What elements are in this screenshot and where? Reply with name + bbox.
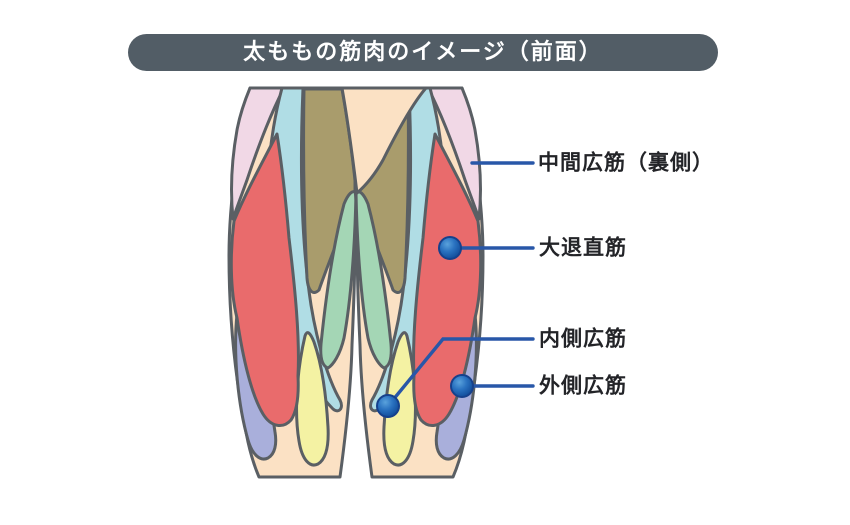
pelvis-skin-patch	[340, 86, 428, 195]
left-leg	[227, 86, 359, 479]
diagram-title: 太ももの筋肉のイメージ（前面）	[243, 38, 603, 64]
label-vastus-lateralis: 外側広筋	[539, 374, 627, 398]
marker-dots	[376, 236, 474, 418]
marker-dot-vastus-lateralis	[450, 374, 474, 398]
title-banner: 太ももの筋肉のイメージ（前面）	[128, 34, 718, 71]
label-vastus-intermedius: 中間広筋（裏側）	[538, 151, 714, 175]
marker-dot-vastus-medialis	[376, 394, 400, 418]
label-vastus-medialis: 内側広筋	[539, 327, 627, 351]
label-rectus-femoris: 大退直筋	[539, 236, 627, 260]
leader-line-vastus-medialis	[386, 337, 535, 408]
marker-dot-rectus-femoris	[438, 236, 462, 260]
